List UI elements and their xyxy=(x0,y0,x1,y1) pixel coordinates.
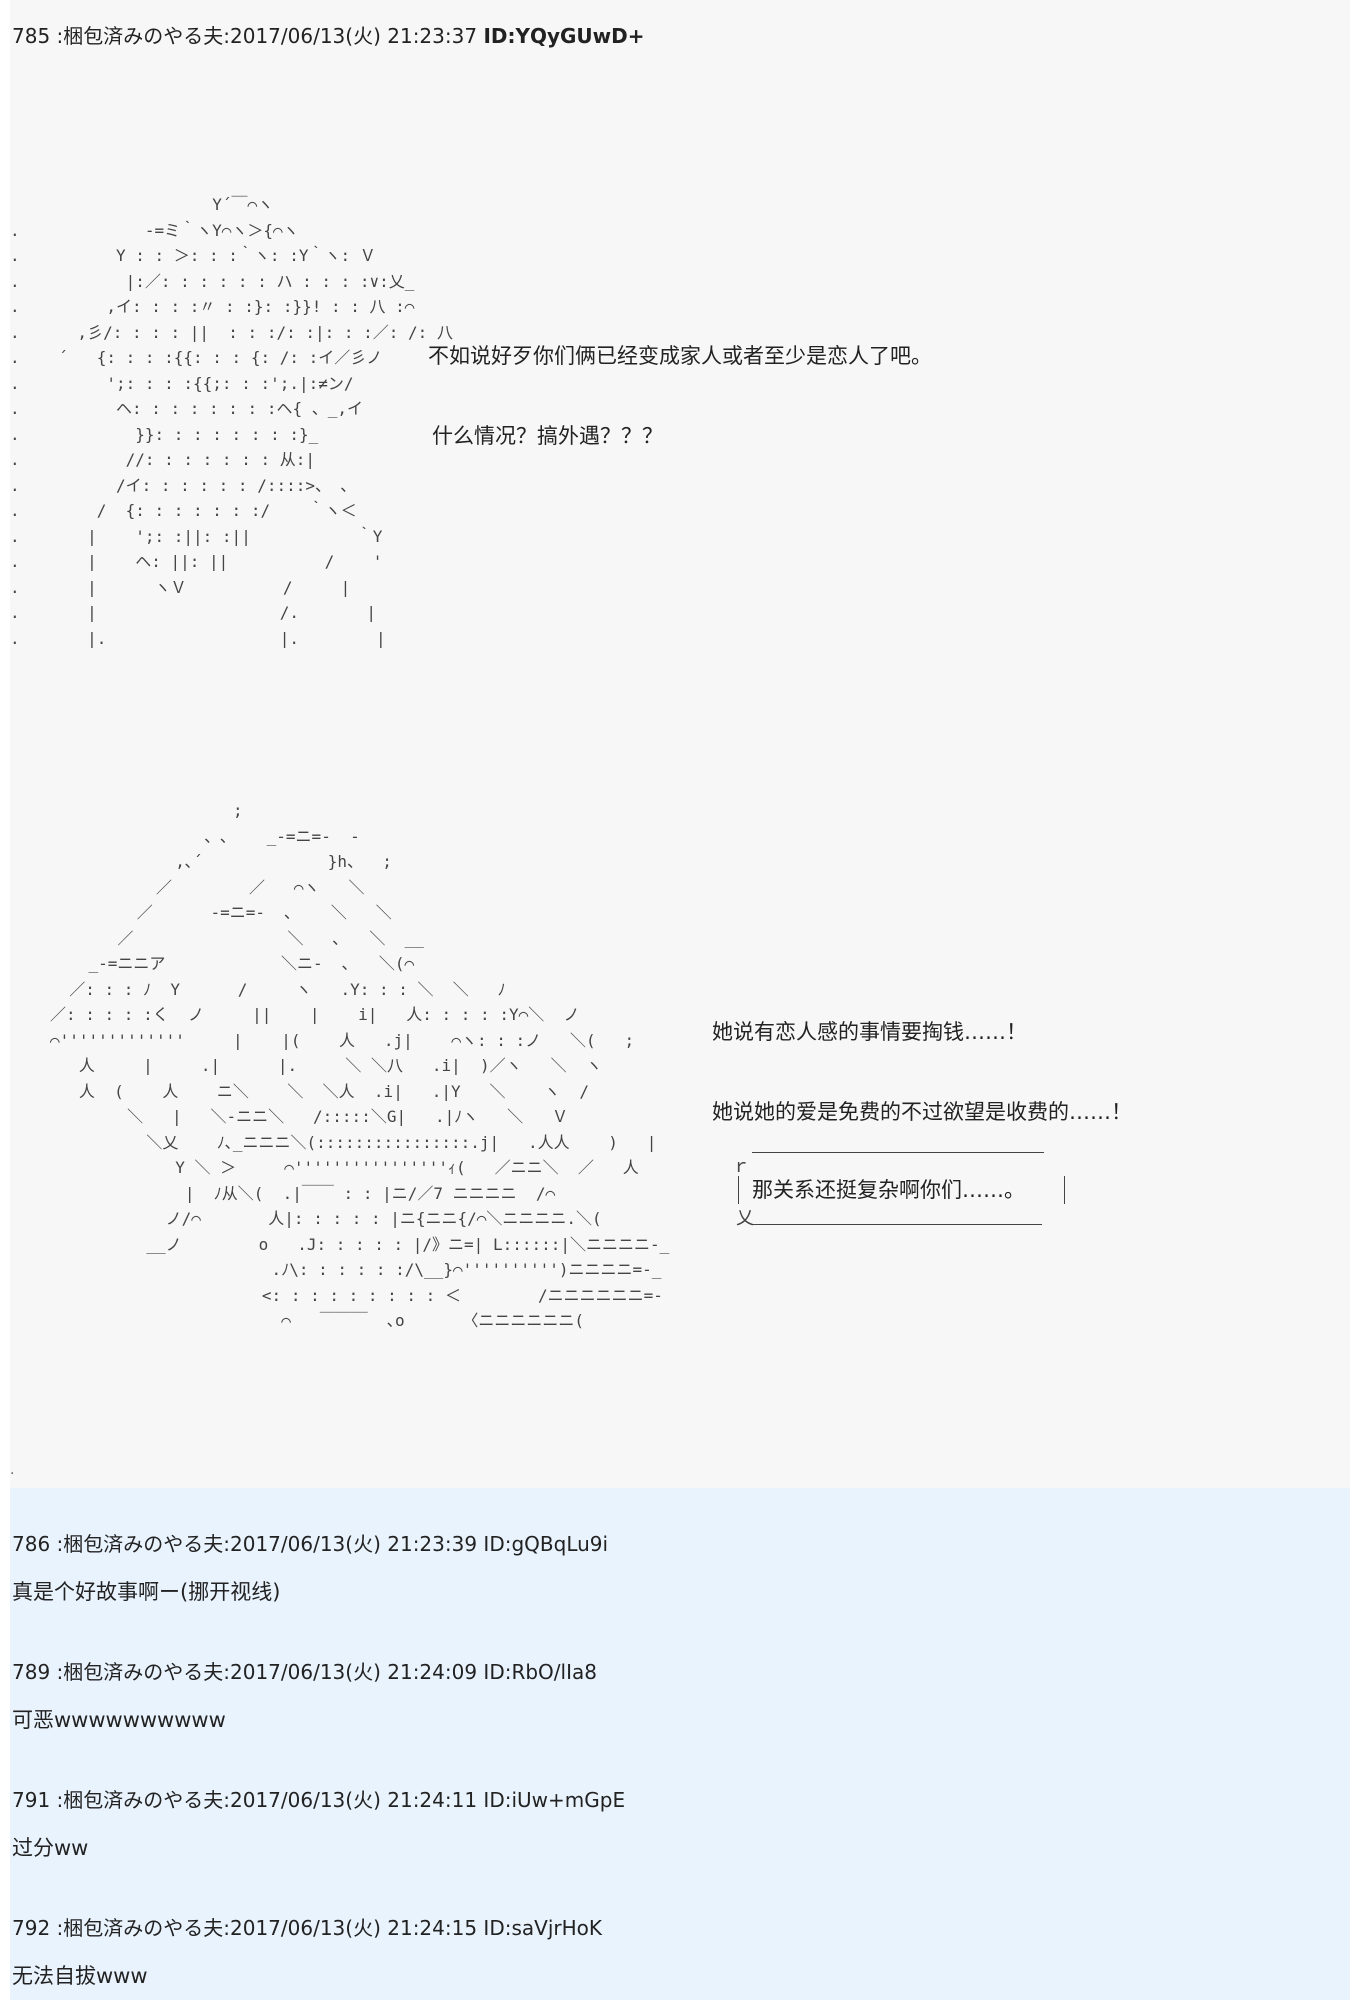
bubble-top-line xyxy=(752,1152,1044,1153)
bubble-bottom-line xyxy=(752,1224,1042,1225)
reply-header: 792 :梱包済みのやる夫:2017/06/13(火) 21:24:15 ID:… xyxy=(12,1916,602,1940)
speech-bubble: ｒ 那关系还挺复杂啊你们……。 乂 xyxy=(722,1148,1065,1229)
bubble-left-border xyxy=(738,1176,739,1204)
bubble-text: 那关系还挺复杂啊你们……。 xyxy=(752,1178,1025,1202)
ascii-art-character-2: ; 、､ _-=ニ=- - ,､´ }h、 ; ／ ／ ⌒ヽ ＼ ／ -=ニ=-… xyxy=(50,801,670,1330)
reply-body: 无法自拔www xyxy=(12,1964,148,1988)
reply-header: 786 :梱包済みのやる夫:2017/06/13(火) 21:23:39 ID:… xyxy=(12,1532,609,1556)
dialogue-line-4: 她说她的爱是免费的不过欲望是收费的……！ xyxy=(712,1100,1132,1124)
reply-body: 真是个好故事啊ー(挪开视线) xyxy=(12,1580,281,1604)
main-post xyxy=(10,0,1350,1488)
dialogue-line-1: 不如说好歹你们俩已经变成家人或者至少是恋人了吧。 xyxy=(428,344,932,368)
ascii-art-character: Y´￣⌒ヽ . -=ミ｀ヽY⌒ヽ＞{⌒ヽ . Y : : ＞: : :｀ヽ: :… xyxy=(10,195,453,648)
post-header-text: 785 :梱包済みのやる夫:2017/06/13(火) 21:23:37 xyxy=(12,24,484,48)
end-marker: . xyxy=(10,1462,15,1478)
dialogue-line-3: 她说有恋人感的事情要掏钱……！ xyxy=(712,1020,1027,1044)
reply-header: 789 :梱包済みのやる夫:2017/06/13(火) 21:24:09 ID:… xyxy=(12,1660,597,1684)
bubble-corner-top: ｒ xyxy=(732,1156,750,1177)
post-header-785: 785 :梱包済みのやる夫:2017/06/13(火) 21:23:37 ID:… xyxy=(12,20,645,49)
reply-header: 791 :梱包済みのやる夫:2017/06/13(火) 21:24:11 ID:… xyxy=(12,1788,626,1812)
reply-body: 过分ww xyxy=(12,1836,89,1860)
reply-list: 786 :梱包済みのやる夫:2017/06/13(火) 21:23:39 ID:… xyxy=(10,1488,1350,2000)
dialogue-line-2: 什么情况？搞外遇？？？ xyxy=(432,424,663,448)
reply-body: 可恶wwwwwwwwww xyxy=(12,1708,226,1732)
post-id: ID:YQyGUwD+ xyxy=(483,24,645,48)
bubble-right-border xyxy=(1064,1176,1065,1204)
bubble-corner-bottom: 乂 xyxy=(736,1208,754,1229)
